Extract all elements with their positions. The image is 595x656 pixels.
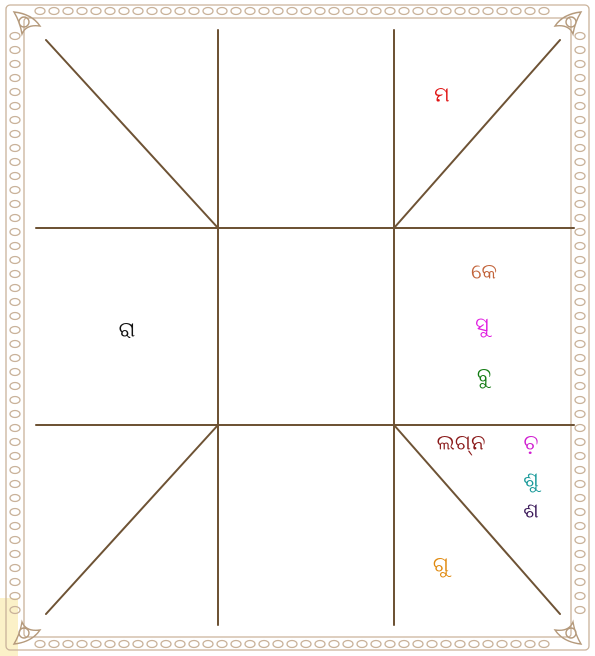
planet-label-shu: ଶୁ <box>523 470 539 491</box>
corner-ornament <box>14 12 581 644</box>
planet-label-sha: ଶ <box>523 501 539 522</box>
diagonal-top-right <box>394 40 560 228</box>
planet-label-bu: ବୁ <box>477 366 491 387</box>
planet-label-ra: ରା <box>119 320 136 341</box>
diagonal-top-left <box>46 40 218 228</box>
chart-grid <box>36 30 574 625</box>
planet-label-lagna: ଲଗ୍ନ <box>437 433 486 454</box>
diagonal-bottom-left <box>46 425 218 614</box>
planet-label-su: ସୁ <box>475 315 489 336</box>
planet-label-cha: ଚ଼ <box>524 433 539 454</box>
planet-label-ke: କେ <box>471 262 497 283</box>
ornamental-border <box>6 5 589 650</box>
planet-label-ma: ମ <box>434 85 450 106</box>
planet-label-gu: ଗୁ <box>433 555 449 576</box>
